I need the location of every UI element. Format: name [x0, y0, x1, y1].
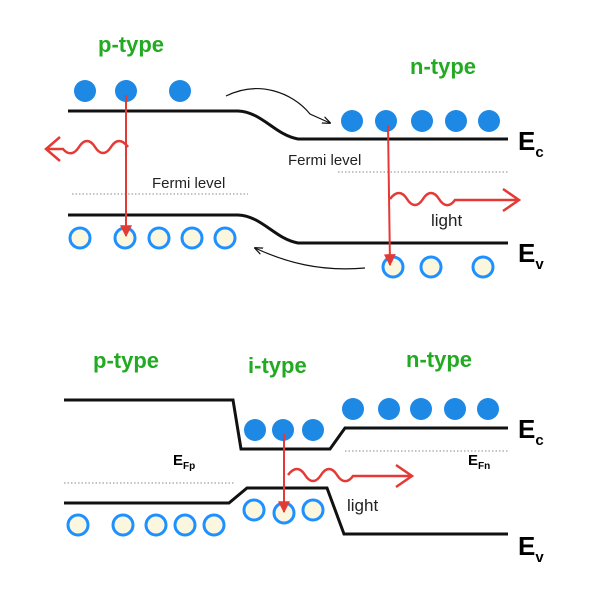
- top-hole-flow-arrow-icon: [255, 248, 366, 270]
- hole-circle-icon: [66, 513, 90, 537]
- top-n-type-label: n-type: [410, 54, 476, 79]
- bottom-diagram: p-type i-type n-type EFp EFn: [64, 347, 544, 566]
- bottom-conduction-band: [64, 398, 508, 451]
- hole-circle-icon: [144, 513, 168, 537]
- hole-circle-icon: [471, 255, 495, 279]
- hole-circle-icon: [242, 498, 266, 522]
- electron-dot-icon: [244, 419, 266, 441]
- top-electron-flow-arrow-icon: [225, 88, 330, 123]
- top-right-photon-arrowhead-icon: [502, 187, 522, 213]
- bottom-efp-label: EFp: [173, 452, 195, 472]
- electron-dot-icon: [375, 110, 397, 132]
- hole-circle-icon: [173, 513, 197, 537]
- bottom-light-label: light: [347, 496, 378, 515]
- top-right-photon-wave-icon: [389, 191, 518, 207]
- electron-dot-icon: [445, 110, 467, 132]
- electron-dot-icon: [272, 419, 294, 441]
- hole-circle-icon: [68, 226, 92, 250]
- hole-circle-icon: [419, 255, 443, 279]
- electron-dot-icon: [444, 398, 466, 420]
- electron-dot-icon: [74, 80, 96, 102]
- bottom-valence-band: [64, 486, 508, 536]
- hole-circle-icon: [301, 498, 325, 522]
- bottom-p-type-label: p-type: [93, 348, 159, 373]
- top-diagram: p-type n-type Fermi level Fermi level: [44, 32, 544, 279]
- top-conduction-band: [68, 109, 508, 141]
- bottom-i-type-label: i-type: [248, 353, 307, 378]
- bottom-n-type-label: n-type: [406, 347, 472, 372]
- top-light-label: light: [431, 211, 462, 230]
- top-fermi-label-left: Fermi level: [152, 175, 225, 192]
- bottom-ev-label: Ev: [518, 531, 544, 566]
- hole-circle-icon: [381, 255, 405, 279]
- electron-dot-icon: [341, 110, 363, 132]
- top-valence-band: [68, 213, 508, 245]
- electron-dot-icon: [342, 398, 364, 420]
- electron-dot-icon: [115, 80, 137, 102]
- top-fermi-label-right: Fermi level: [288, 152, 361, 169]
- electron-dot-icon: [478, 110, 500, 132]
- top-ev-label: Ev: [518, 238, 544, 273]
- electron-dot-icon: [378, 398, 400, 420]
- top-left-photon-wave-icon: [48, 139, 129, 155]
- bottom-efn-label: EFn: [468, 452, 490, 472]
- electron-dot-icon: [169, 80, 191, 102]
- top-left-photon-arrowhead-icon: [44, 136, 61, 162]
- top-p-type-label: p-type: [98, 32, 164, 57]
- bottom-photon-arrowhead-icon: [395, 463, 415, 489]
- electron-dot-icon: [477, 398, 499, 420]
- hole-circle-icon: [111, 513, 135, 537]
- top-ec-label: Ec: [518, 126, 544, 161]
- top-right-transition-arrow-icon: [383, 124, 396, 267]
- hole-circle-icon: [180, 226, 204, 250]
- electron-dot-icon: [410, 398, 432, 420]
- hole-circle-icon: [147, 226, 171, 250]
- hole-circle-icon: [213, 226, 237, 250]
- bottom-ec-label: Ec: [518, 414, 544, 449]
- electron-dot-icon: [302, 419, 324, 441]
- bottom-photon-wave-icon: [287, 467, 410, 483]
- electron-dot-icon: [411, 110, 433, 132]
- hole-circle-icon: [202, 513, 226, 537]
